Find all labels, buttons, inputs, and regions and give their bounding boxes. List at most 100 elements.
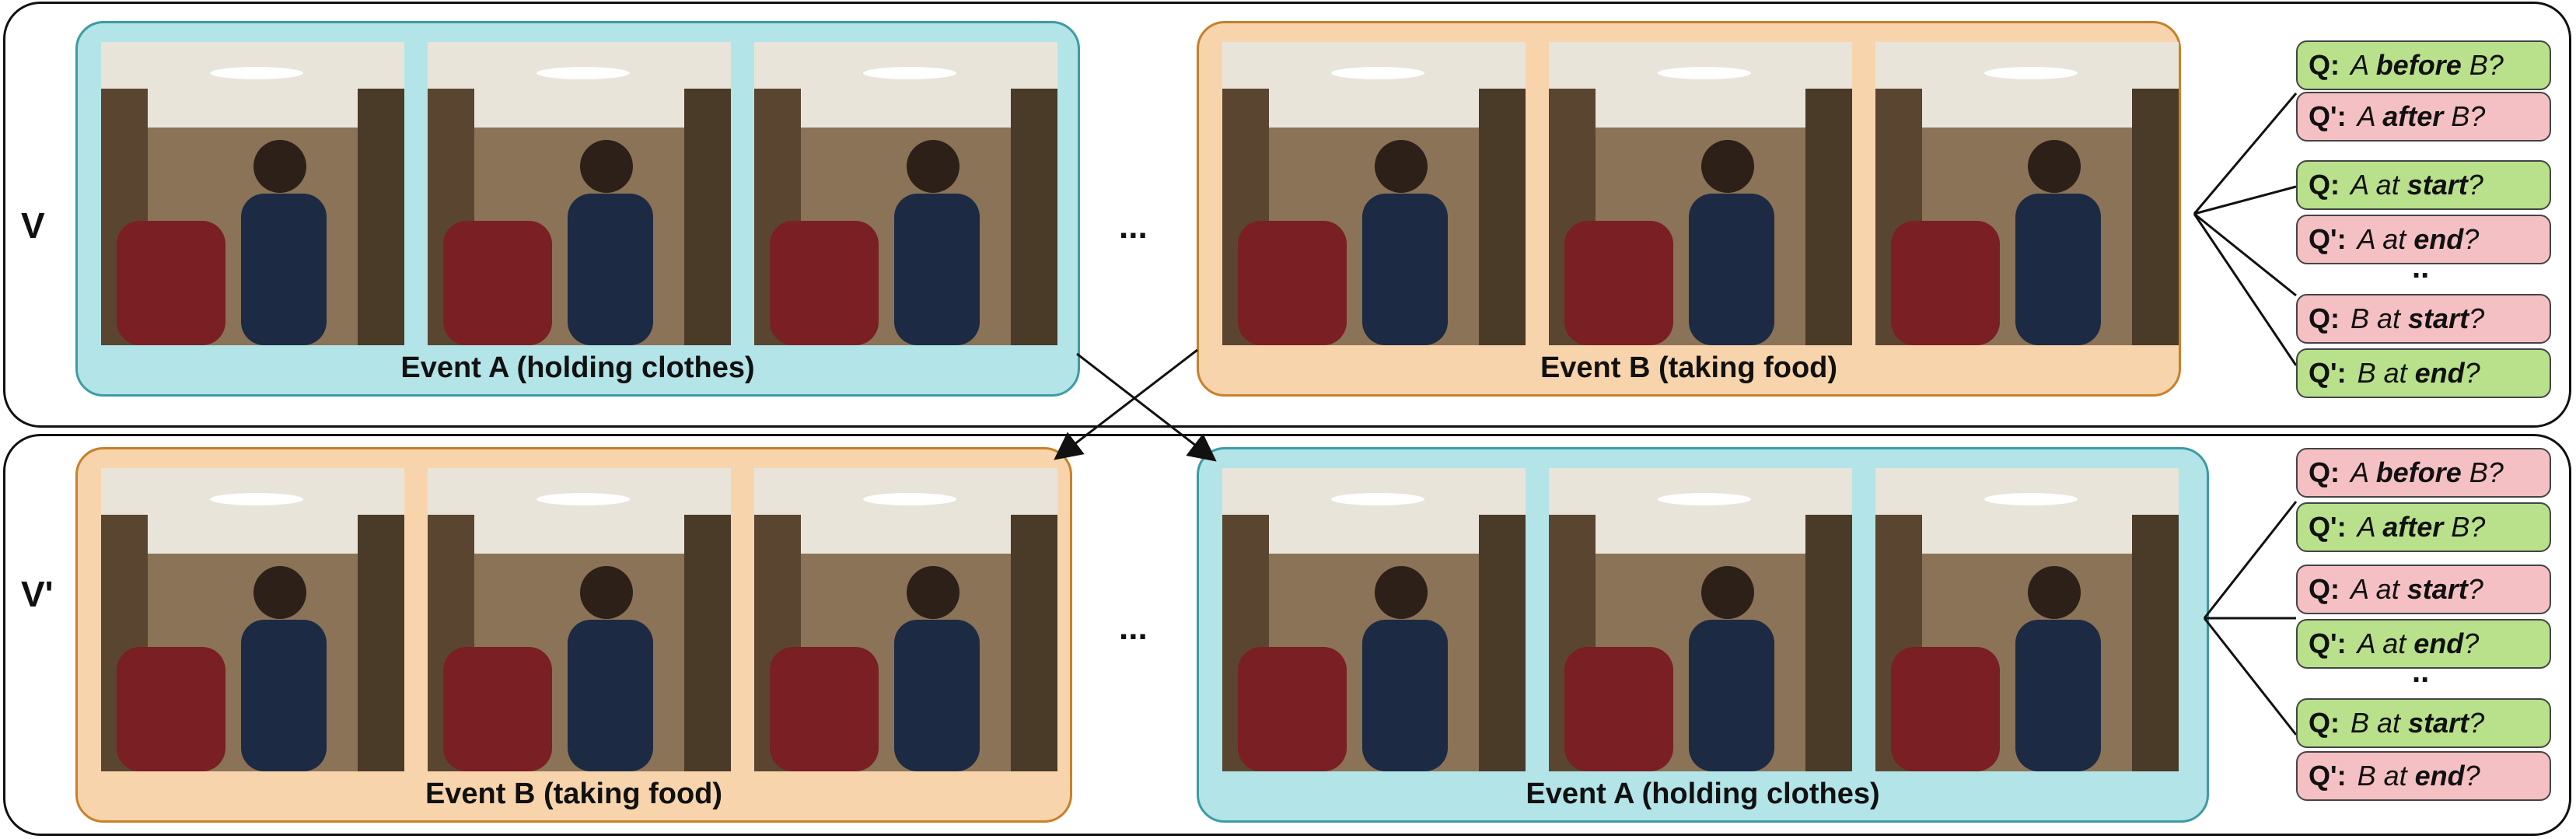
ceiling xyxy=(1875,468,2179,554)
event-label: Event A (holding clothes) xyxy=(400,351,755,384)
lamp xyxy=(1658,493,1751,505)
person-head xyxy=(580,140,633,193)
question-box: Q:A before B? xyxy=(2296,40,2551,90)
shelf-right xyxy=(358,89,404,345)
person-body xyxy=(568,194,653,345)
person-head xyxy=(1375,566,1428,619)
question-box: Q:A at start? xyxy=(2296,565,2551,614)
video-frame xyxy=(1549,468,1852,771)
video-frame xyxy=(428,42,731,345)
person-head xyxy=(1375,140,1428,193)
video-frame xyxy=(1875,42,2179,345)
person-head xyxy=(2028,140,2081,193)
more-dots: .. xyxy=(2412,250,2430,285)
frame-scene xyxy=(1222,468,1526,771)
person-head xyxy=(253,566,306,619)
person-body xyxy=(1362,194,1448,345)
question-box: Q:A before B? xyxy=(2296,448,2551,498)
lamp xyxy=(1331,67,1424,79)
frame-scene xyxy=(101,42,404,345)
ceiling xyxy=(101,42,404,128)
shelf-right xyxy=(1479,89,1526,345)
question-box: Q':B at end? xyxy=(2296,348,2551,398)
lamp xyxy=(210,67,303,79)
fan-line xyxy=(2203,617,2298,736)
person-head xyxy=(1701,140,1754,193)
fan-line xyxy=(2193,93,2298,215)
ellipsis: ... xyxy=(1119,208,1148,246)
bag xyxy=(1564,221,1673,345)
lamp xyxy=(1984,67,2078,79)
shelf-right xyxy=(1011,515,1057,771)
video-frame xyxy=(1222,42,1526,345)
event-b-panel: Event B (taking food) xyxy=(75,447,1072,823)
bag xyxy=(443,647,552,771)
video-row-v-prime: V' Event B (taking food) ... Event A (ho… xyxy=(3,434,2571,836)
ceiling xyxy=(428,468,731,554)
frame-scene xyxy=(428,42,731,345)
frame-scene xyxy=(1549,42,1852,345)
lamp xyxy=(1658,67,1751,79)
question-box: Q:B at start? xyxy=(2296,294,2551,344)
person-body xyxy=(241,620,327,771)
video-frame xyxy=(1875,468,2179,771)
person-head xyxy=(2028,566,2081,619)
video-frame xyxy=(754,468,1057,771)
swap-arrow xyxy=(1054,348,1198,460)
fan-line xyxy=(2193,185,2297,215)
fan-line xyxy=(2193,213,2298,366)
bag xyxy=(1564,647,1673,771)
lamp xyxy=(537,67,630,79)
event-a-panel: Event A (holding clothes) xyxy=(75,21,1080,397)
question-box: Q':A at end? xyxy=(2296,619,2551,669)
question-box: Q':A after B? xyxy=(2296,502,2551,552)
person-body xyxy=(1362,620,1448,771)
question-box: Q:B at start? xyxy=(2296,698,2551,748)
shelf-right xyxy=(1805,515,1852,771)
bag xyxy=(770,221,879,345)
ceiling xyxy=(1875,42,2179,128)
frame-scene xyxy=(1222,42,1526,345)
person-body xyxy=(1689,620,1774,771)
person-body xyxy=(2015,194,2101,345)
person-body xyxy=(1689,194,1774,345)
ceiling xyxy=(1549,468,1852,554)
event-a-panel: Event A (holding clothes) xyxy=(1197,447,2209,823)
person-head xyxy=(1701,566,1754,619)
question-box: Q:A at start? xyxy=(2296,160,2551,210)
event-b-panel: Event B (taking food) xyxy=(1197,21,2181,397)
swap-arrow xyxy=(1076,352,1217,462)
person-head xyxy=(253,140,306,193)
person-head xyxy=(907,566,959,619)
video-frame xyxy=(1549,42,1852,345)
frame-scene xyxy=(428,468,731,771)
ceiling xyxy=(428,42,731,128)
fan-line xyxy=(2193,212,2297,297)
video-frame xyxy=(1222,468,1526,771)
video-frame xyxy=(428,468,731,771)
person-body xyxy=(2015,620,2101,771)
ceiling xyxy=(1549,42,1852,128)
person-body xyxy=(894,620,980,771)
bag xyxy=(770,647,879,771)
frame-scene xyxy=(1875,42,2179,345)
shelf-right xyxy=(2132,89,2179,345)
bag xyxy=(1891,221,2000,345)
shelf-right xyxy=(2132,515,2179,771)
video-row-v: V Event A (holding clothes) ... Event B … xyxy=(3,2,2571,428)
shelf-right xyxy=(684,515,731,771)
question-box: Q':A at end? xyxy=(2296,215,2551,264)
lamp xyxy=(863,493,956,505)
shelf-right xyxy=(1011,89,1057,345)
frame-scene xyxy=(1549,468,1852,771)
bag xyxy=(1238,647,1347,771)
bag xyxy=(117,647,225,771)
lamp xyxy=(210,493,303,505)
question-box: Q':B at end? xyxy=(2296,751,2551,801)
shelf-right xyxy=(1479,515,1526,771)
question-box: Q':A after B? xyxy=(2296,92,2551,142)
ellipsis: ... xyxy=(1119,609,1148,647)
frame-scene xyxy=(1875,468,2179,771)
video-frame xyxy=(101,468,404,771)
